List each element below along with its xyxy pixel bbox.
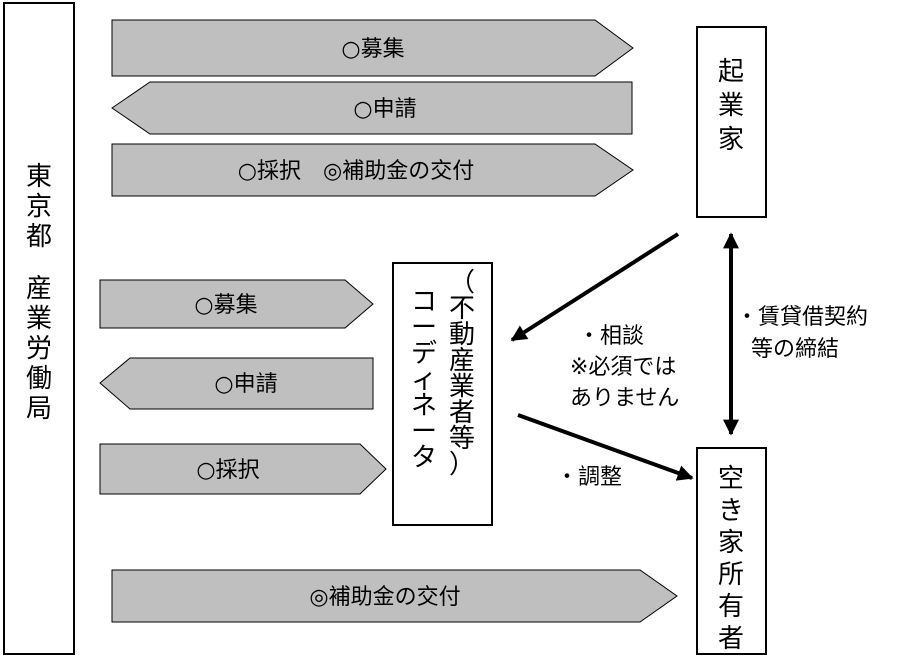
vertical-glyph: 有 <box>718 592 744 622</box>
vertical-glyph: 局 <box>26 394 52 424</box>
arrow-recruit-top-label: ○募集 <box>341 37 404 62</box>
tokyo-label: 東京都産業労働局 <box>26 162 52 424</box>
vertical-glyph: 業 <box>26 304 52 334</box>
coordinator-label-bottom: コーディネータ <box>411 287 437 473</box>
entrepreneur-box: 起業家 <box>696 26 767 218</box>
arrow-select-grant-top: ○採択 ◎補助金の交付 <box>111 143 634 197</box>
vertical-glyph: 産 <box>449 346 475 376</box>
connector-entrepreneur-to-coordinator <box>510 232 680 342</box>
note-consult-line3: ありません <box>570 386 679 411</box>
vertical-glyph: コ <box>411 287 437 317</box>
vertical-glyph: 者 <box>449 398 475 428</box>
vertical-glyph: 所 <box>718 560 744 590</box>
vertical-glyph: 業 <box>449 372 475 402</box>
coordinator-box: （不動産業者等） コーディネータ <box>392 262 493 526</box>
vertical-glyph: 働 <box>26 364 52 394</box>
arrow-select-grant-top-label: ○採択 ◎補助金の交付 <box>238 159 474 184</box>
vertical-glyph: ） <box>449 450 475 480</box>
arrow-recruit-top: ○募集 <box>111 19 634 77</box>
arrow-select-mid-label: ○採択 <box>196 458 259 483</box>
vertical-glyph: 起 <box>718 57 744 87</box>
arrow-apply-top-label: ○申請 <box>353 97 416 122</box>
vertical-glyph: ネ <box>411 391 437 421</box>
vertical-glyph: 業 <box>718 91 744 121</box>
coordinator-label-top: （不動産業者等） <box>449 268 475 480</box>
note-lease-line2: 等の締結 <box>751 337 839 362</box>
arrow-apply-mid: ○申請 <box>99 357 374 410</box>
vertical-glyph: デ <box>411 339 437 369</box>
arrow-recruit-mid-label: ○募集 <box>194 293 257 318</box>
vertical-glyph: 東 <box>26 162 52 192</box>
vertical-glyph: 家 <box>718 528 744 558</box>
arrow-grant-bottom-label: ◎補助金の交付 <box>309 585 460 610</box>
vertical-glyph: ー <box>411 313 437 343</box>
arrow-apply-top: ○申請 <box>111 81 633 135</box>
note-adjust: ・調整 <box>556 465 622 490</box>
vertical-glyph: タ <box>411 443 437 473</box>
owner-label: 空き家所有者 <box>718 464 744 654</box>
vertical-glyph: 都 <box>26 222 52 252</box>
note-lease: ・賃貸借契約 等の締結 <box>736 305 868 362</box>
vertical-glyph: 京 <box>26 192 52 222</box>
vertical-glyph: 労 <box>26 334 52 364</box>
arrow-grant-bottom: ◎補助金の交付 <box>111 569 678 623</box>
arrow-apply-mid-label: ○申請 <box>214 372 277 397</box>
note-consult: ・相談 ※必須では ありません <box>570 324 679 411</box>
note-consult-line1: ・相談 <box>578 324 644 349</box>
owner-box: 空き家所有者 <box>696 447 767 655</box>
vertical-glyph: 不 <box>449 294 475 324</box>
vertical-glyph: ィ <box>411 365 437 395</box>
vertical-glyph: 家 <box>718 125 744 155</box>
vertical-glyph: き <box>718 496 744 526</box>
vertical-glyph: 動 <box>449 320 475 350</box>
vertical-glyph: （ <box>449 268 475 298</box>
arrow-select-mid: ○採択 <box>99 443 387 495</box>
connector-coordinator-to-owner <box>517 413 694 481</box>
vertical-glyph: 等 <box>449 424 475 454</box>
tokyo-box: 東京都産業労働局 <box>3 2 75 655</box>
vertical-glyph: 空 <box>718 464 744 494</box>
vertical-glyph: 産 <box>26 274 52 304</box>
vertical-glyph: 者 <box>718 624 744 654</box>
note-consult-line2: ※必須では <box>570 355 676 380</box>
vertical-glyph: ー <box>411 417 437 447</box>
arrow-recruit-mid: ○募集 <box>99 279 374 329</box>
entrepreneur-label: 起業家 <box>718 57 744 155</box>
note-lease-line1: ・賃貸借契約 <box>736 305 868 330</box>
